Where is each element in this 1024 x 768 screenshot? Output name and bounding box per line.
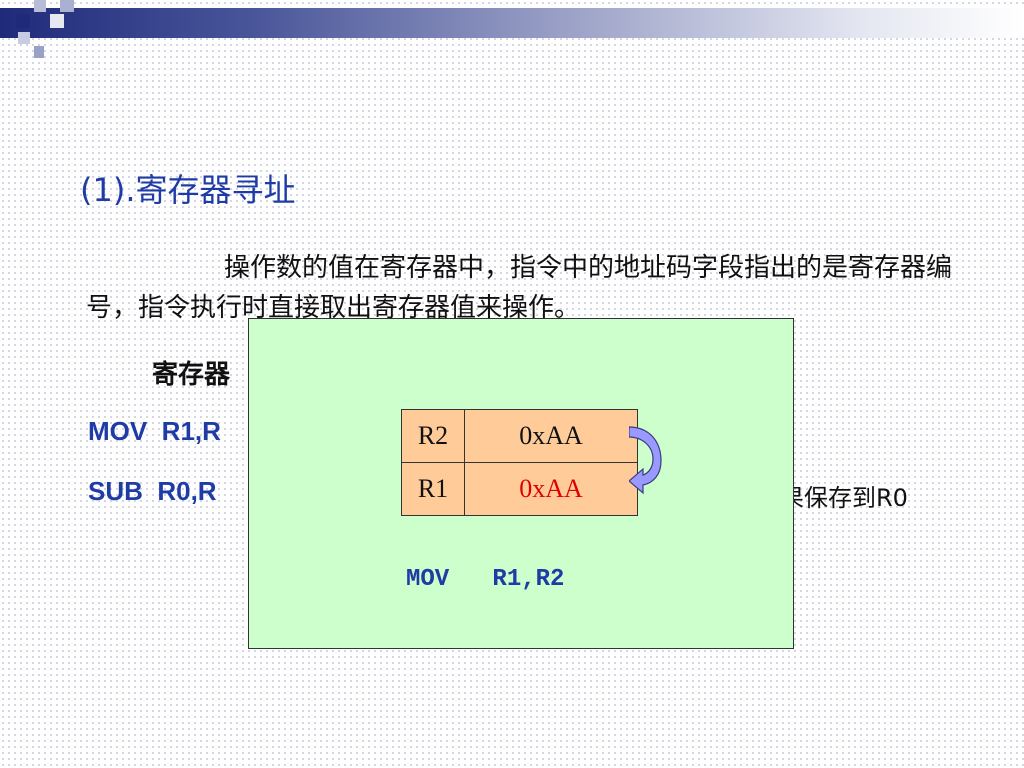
code-line-2: SUB R0,R: [88, 476, 217, 506]
header-gradient-bar: [0, 8, 1024, 38]
description-paragraph: 操作数的值在寄存器中，指令中的地址码字段指出的是寄存器编号，指令执行时直接取出寄…: [86, 248, 986, 328]
logo-square-mid: [60, 0, 74, 12]
paragraph-text: 操作数的值在寄存器中，指令中的地址码字段指出的是寄存器编号，指令执行时直接取出寄…: [86, 253, 953, 323]
logo-square-light: [50, 14, 64, 28]
register-name: R1: [401, 462, 465, 516]
register-value: 0xAA: [464, 409, 638, 463]
code-line-1: MOV R1,R: [88, 416, 221, 446]
register-row: R1 0xAA: [401, 462, 638, 516]
instruction-label: MOV R1,R2: [406, 566, 565, 593]
register-name: R2: [401, 409, 465, 463]
logo-square-mid: [34, 46, 44, 58]
logo-square-light: [18, 32, 30, 44]
register-row: R2 0xAA: [401, 409, 638, 463]
logo-square-dark: [16, 14, 30, 28]
register-table: R2 0xAA R1 0xAA: [401, 409, 638, 516]
example-heading: 寄存器: [152, 360, 231, 390]
register-diagram-panel: R2 0xAA R1 0xAA MOV R1,R2: [248, 318, 794, 649]
section-title: (1).寄存器寻址: [80, 171, 296, 209]
logo-square-light: [34, 0, 46, 12]
code-line-2-comment: 果保存到R0: [780, 484, 908, 512]
curved-arrow-icon: [629, 426, 662, 495]
register-value-updated: 0xAA: [464, 462, 638, 516]
